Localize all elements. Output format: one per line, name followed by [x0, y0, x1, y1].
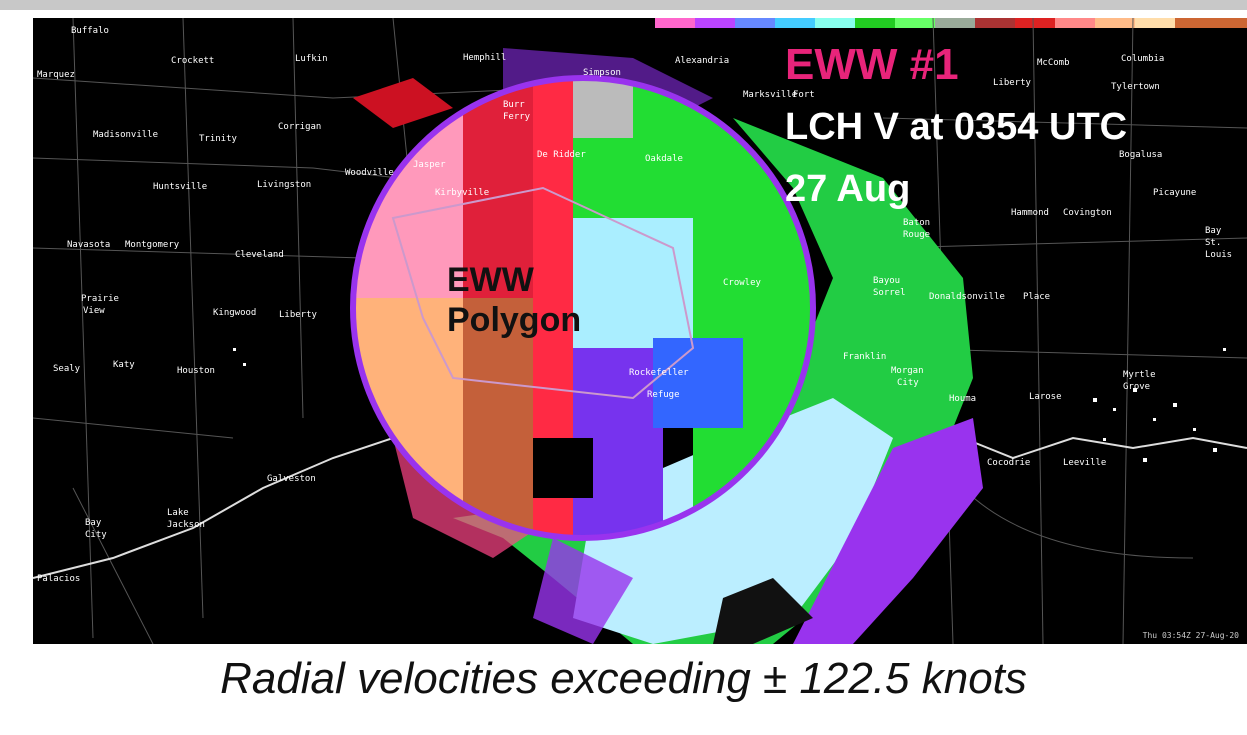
city-label: City	[85, 530, 107, 540]
city-label: Rouge	[903, 230, 931, 240]
city-label: Jackson	[167, 520, 205, 530]
city-label: Burr	[503, 100, 525, 110]
city-label: Columbia	[1121, 54, 1165, 64]
city-label: Leeville	[1063, 458, 1107, 468]
city-label: Huntsville	[153, 182, 208, 192]
city-label: Houston	[177, 366, 215, 376]
city-label: Katy	[113, 360, 135, 370]
city-label: Tylertown	[1111, 82, 1160, 92]
city-label: Morgan	[891, 366, 924, 376]
city-label: Navasota	[67, 240, 111, 250]
city-label: Sealy	[53, 364, 81, 374]
city-label: Bay	[1205, 226, 1222, 236]
image-timestamp: Thu 03:54Z 27-Aug-20	[1142, 631, 1239, 640]
city-label: De Ridder	[537, 150, 586, 160]
city-label: Cocodrie	[987, 458, 1031, 468]
city-label: Rockefeller	[629, 368, 689, 378]
city-label: View	[83, 306, 105, 316]
city-label: Corrigan	[278, 122, 322, 132]
radar-velocity-map: Buffalo Marquez Crockett Lufkin Hemphill…	[33, 18, 1247, 644]
city-label: Hammond	[1011, 208, 1049, 218]
city-label: Marksville	[743, 90, 798, 100]
city-label: Prairie	[81, 294, 119, 304]
velocity-color-scale	[655, 18, 1247, 28]
city-label: Baton	[903, 218, 931, 228]
city-label: Cleveland	[235, 250, 284, 260]
top-border-bar	[0, 0, 1247, 10]
city-label: Kingwood	[213, 308, 257, 318]
radar-date: 27 Aug	[785, 168, 911, 210]
city-label: Kirbyville	[435, 188, 490, 198]
city-label: Buffalo	[71, 26, 109, 36]
city-label: Myrtle	[1123, 370, 1156, 380]
city-label: Galveston	[267, 474, 316, 484]
eww-polygon-label-line1: EWW	[447, 261, 534, 299]
city-label: Louis	[1205, 250, 1233, 260]
figure-caption: Radial velocities exceeding ± 122.5 knot…	[220, 654, 1027, 703]
city-label: St.	[1205, 238, 1222, 248]
city-label: Franklin	[843, 352, 887, 362]
city-label: Grove	[1123, 382, 1151, 392]
eww-polygon-label-line2: Polygon	[447, 301, 582, 339]
city-label: Jasper	[413, 160, 446, 170]
city-label: Donaldsonville	[929, 292, 1005, 302]
city-label: Trinity	[199, 134, 237, 144]
city-label: Houma	[949, 394, 977, 404]
city-label: Lake	[167, 508, 189, 518]
city-label: Bogalusa	[1119, 150, 1163, 160]
city-label: Livingston	[257, 180, 312, 190]
city-label: Lufkin	[295, 54, 328, 64]
city-label: Montgomery	[125, 240, 180, 250]
city-label: Madisonville	[93, 130, 159, 140]
city-label: Crowley	[723, 278, 761, 288]
city-label: Palacios	[37, 574, 81, 584]
city-label: Hemphill	[463, 53, 507, 63]
city-label: Place	[1023, 292, 1051, 302]
city-label: Bay	[85, 518, 102, 528]
city-label: Covington	[1063, 208, 1112, 218]
eww-polygon-outline	[391, 186, 695, 400]
city-label: Sorrel	[873, 288, 906, 298]
city-label: City	[897, 378, 919, 388]
city-label: Refuge	[647, 390, 680, 400]
city-label: Larose	[1029, 392, 1062, 402]
city-label: Picayune	[1153, 188, 1197, 198]
radar-product-time: LCH V at 0354 UTC	[785, 106, 1128, 148]
city-label: Woodville	[345, 168, 394, 178]
city-label: Simpson	[583, 68, 621, 78]
louisiana-coastline	[962, 436, 1247, 460]
texas-coastline	[33, 437, 394, 579]
city-label: Liberty	[279, 310, 317, 320]
eww-number-title: EWW #1	[785, 40, 959, 89]
city-label: Bayou	[873, 276, 901, 286]
city-label: Crockett	[171, 56, 215, 66]
city-label: Oakdale	[645, 154, 683, 164]
city-label: Fort	[793, 90, 815, 100]
eww-polygon-label: EWW Polygon	[447, 260, 581, 340]
city-label: McComb	[1037, 58, 1070, 68]
radar-image	[33, 18, 1247, 644]
city-label: Alexandria	[675, 56, 730, 66]
city-label: Marquez	[37, 70, 75, 80]
city-label: Ferry	[503, 112, 531, 122]
radar-range-ring	[350, 75, 816, 541]
coastal-marsh	[233, 348, 1226, 462]
city-label: Liberty	[993, 78, 1031, 88]
